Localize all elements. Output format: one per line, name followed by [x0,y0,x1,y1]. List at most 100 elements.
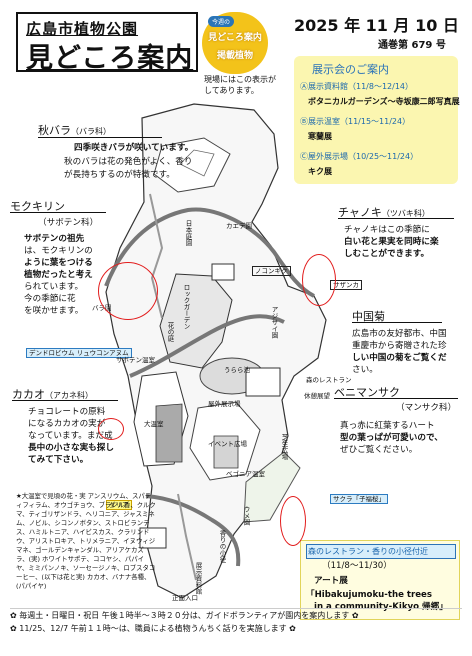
autumn-rose-name: 秋バラ [38,124,71,137]
china-mum-line: しい中国の菊をご覧くだ [352,353,447,363]
poinsettia-text: 真っ赤に紅葉するハート 型の葉っぱが可愛いので、 ぜひご覧ください。 [340,420,460,456]
autumn-rose-heading: 秋バラ（バラ科） [38,122,111,138]
restaurant-event: アート展 [314,576,348,586]
map-label-ume: ウメ園 [242,506,250,526]
map-label-parking: 正面入口 [172,594,198,602]
mokukirin-line: を咲かせます。 [24,306,84,316]
issue-number: 通巻第 679 号 [378,40,446,51]
highlight-circle-poinsettia [280,496,306,546]
restaurant-title: 森のレストラン・香りの小径付近 [306,544,456,559]
cacao-line: 長中の小さな実も探し [28,443,114,453]
poinsettia-line: 真っ赤に紅葉するハート [340,421,435,431]
poinsettia-rule [334,398,458,399]
tea-line: チャノキはこの季節に [344,225,430,235]
highlight-circle-cacao [98,418,124,440]
tea-text: チャノキはこの季節に 白い花と果実を同時に楽 しむことができます。 [344,224,460,260]
badge: 今週の 見どころ案内 掲載植物 [202,12,268,74]
cacao-line: チョコレートの原料 [28,407,106,417]
poinsettia-name: ベニマンサク [334,386,400,399]
autumn-rose-lead: 四季咲きバラが咲いています。 [74,143,194,153]
cacao-text: チョコレートの原料 になるカカオの実が なっています。まだ成 長中の小さな実も探… [28,406,132,466]
map-label-garden: 花の庭 [166,322,174,342]
autumn-rose-family: （バラ科） [71,127,111,136]
mokukirin-heading: モクキリン [10,198,65,214]
footer-line-2: ✿ 11/25、12/7 午前１１時～は、職員による植物うんちく話りを実施します… [10,624,296,633]
poinsettia-heading: ベニマンサク [334,384,400,400]
map-label-konngo: ノコンギク [252,266,291,276]
mokukirin-line: 植物だったと考え [24,270,93,280]
mokukirin-line: は、モクキリンの [24,246,93,256]
exhibition-period: （10/25～11/24） [348,152,419,161]
highlight-circle-rose [98,262,158,320]
exhibition-place-a: Ⓐ展示資料館（11/8～12/14） [300,81,413,92]
map-label-rest: 休憩展望 [304,392,330,400]
mokukirin-line: サボテンの祖先 [24,234,85,244]
mokukirin-rule [10,212,106,213]
cacao-family: （アカネ科） [45,391,93,400]
china-mum-line: 広島市の友好都市、中国 [352,329,447,339]
cacao-rule [12,400,118,401]
exhibition-place-b: Ⓑ展示温室（11/15～11/24） [300,116,410,127]
mokukirin-line: 今の季節に花 [24,294,76,304]
map-label-rock: ロックガーデン [182,284,190,330]
cacao-line: になるカカオの実が [28,419,106,429]
china-mum-text: 広島市の友好都市、中国 重慶市から寄贈された珍 しい中国の菊をご覧くだ さい。 [352,328,460,376]
map-label-hydro: アジサイ園 [270,306,278,339]
cacao-name: カカオ [12,388,45,401]
map-label-kaori: 香りの小径 [218,530,226,563]
poinsettia-family: （マンサク科） [396,403,457,413]
exhibition-place: Ⓑ展示温室 [300,117,340,126]
footer: ✿ 毎週土・日曜日・祝日 午後１時半～３時２０分は、ガイドボランティアが園内を案… [10,608,462,653]
map-label-japan: 日本庭園 [184,220,192,246]
map-label-forest: 森のレストラン [306,376,352,384]
plant-list: ★大温室で見頃の花・実 アンスリウム、スパティフィラム、オウゴチョウ、ブラジル香… [16,492,156,590]
poinsettia-line: 型の葉っぱが可愛いので、 [340,433,443,443]
exhibition-place-c: Ⓒ屋外展示場（10/25～11/24） [300,151,418,162]
tea-line: しむことができます。 [344,249,430,259]
tea-heading: チャノキ（ツバキ科） [338,204,430,220]
autumn-rose-body-1: 秋のバラは花の発色がよく、香り [64,157,193,167]
guide-title: 見どころ案内 [26,43,194,74]
exhibition-title: 展示会のご案内 [312,63,389,76]
poinsettia-line: ぜひご覧ください。 [340,445,418,455]
date: 2025 年 11 月 10 日 [294,16,459,35]
highlight-circle-tea [302,254,336,306]
map-label-large-house: 大温室 [144,420,164,428]
map-label-dahlia: ダリア [106,500,132,510]
park-map [104,103,327,599]
mokukirin-line: られています。 [24,282,84,292]
map-label-cactus: サボテン温室 [116,356,155,364]
cacao-heading: カカオ（アカネ科） [12,386,93,402]
china-mum-rule [352,322,442,323]
mokukirin-line: ように葉をつける [24,258,93,268]
map-label-outdoor: 屋外展示場 [208,400,241,408]
exhibition-name-c: キク展 [308,167,332,176]
china-mum-line: さい。 [352,365,378,375]
map-label-exhibit-hall: 展示資料館 [194,562,202,595]
autumn-rose-rule [38,137,162,138]
tea-rule [338,218,454,219]
china-mum-line: 重慶市から寄贈された珍 [352,341,447,351]
autumn-rose-body-2: が長持ちするのが特徴です。 [64,170,175,180]
map-label-rose: バラ園 [92,304,112,312]
china-mum-heading: 中国菊 [352,308,385,324]
mokukirin-name: モクキリン [10,200,65,213]
map-label-event: イベント広場 [208,440,247,448]
exhibition-place: Ⓐ展示資料館 [300,82,348,91]
map-label-kaede: カエデ園 [226,222,252,230]
map-label-dendro: デンドロビウム リュウコンアヌム [26,348,132,358]
map-label-shiba: 芝生広場 [280,434,288,460]
restaurant-work-1: 「Hibakujumoku-the trees [306,590,433,600]
badge-line-1: 見どころ案内 [208,33,262,43]
exhibition-period: （11/8～12/14） [348,82,414,91]
footer-line-1: ✿ 毎週土・日曜日・祝日 午後１時半～３時２０分は、ガイドボランティアが園内を案… [10,611,359,620]
exhibition-name-a: ボタニカルガーデンズ～寺坂康二郎写真展 [308,97,460,106]
china-mum-name: 中国菊 [352,310,385,323]
map-label-pond: うらら池 [224,366,250,374]
tea-line: 白い花と果実を同時に楽 [344,237,439,247]
cacao-line: てみて下さい。 [28,455,89,465]
mokukirin-text: サボテンの祖先 は、モクキリンの ように葉をつける 植物だったと考え られていま… [24,233,120,317]
title-box: 広島市植物公園 見どころ案内 [16,12,198,74]
exhibition-place: Ⓒ屋外展示場 [300,152,348,161]
